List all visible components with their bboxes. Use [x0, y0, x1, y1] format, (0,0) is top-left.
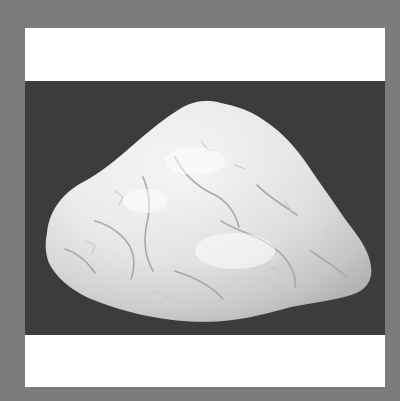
rock-photo — [25, 81, 385, 335]
rock-illustration — [45, 100, 372, 322]
rock-highlights — [123, 147, 275, 269]
rock-shading — [45, 100, 372, 322]
image-panel — [25, 28, 385, 387]
